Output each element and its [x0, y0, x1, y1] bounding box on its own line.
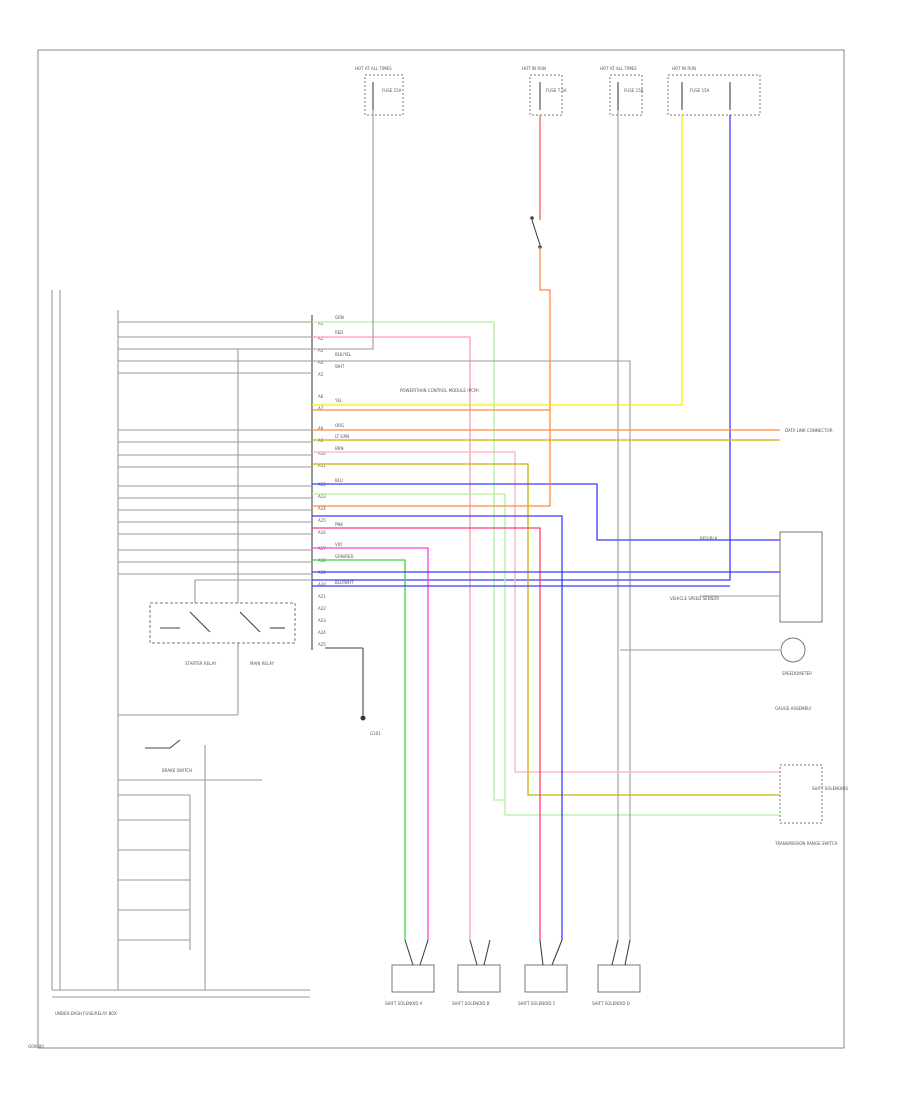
gauge-label: GAUGE ASSEMBLY: [775, 706, 812, 711]
fuse-box-3-fuse: FUSE 15A: [624, 88, 644, 93]
wire-pcm-to-fuse3: [312, 360, 631, 940]
pcm-pin-13: A13: [318, 494, 326, 499]
wire-blue-sol3: [312, 515, 563, 940]
relay-2-label: MAIN RELAY: [250, 661, 275, 666]
fuse-box-4: HOT IN RUN FUSE 15A: [667, 66, 761, 116]
wire-olive-range: [312, 463, 780, 796]
fuse-box-3-top: HOT AT ALL TIMES: [600, 66, 637, 71]
pcm-pin-15: A15: [318, 518, 326, 523]
wire-blue-fuse: [312, 115, 731, 581]
wire-label-pnk: PNK: [335, 522, 343, 527]
wire-ltgreen: [312, 493, 506, 800]
pcm-pin-23: A23: [318, 618, 326, 623]
fuse-box-2-fuse: FUSE 7.5A: [546, 88, 567, 93]
wire-orange-2: [312, 410, 551, 507]
wire-green: [312, 559, 406, 940]
wire-label-wht: WHT: [335, 364, 345, 369]
pcm-pin-2: A2: [318, 336, 324, 341]
wire-label-yel: YEL: [334, 398, 343, 403]
engine-relay: STARTER RELAY MAIN RELAY: [149, 602, 296, 666]
wire-magenta: [312, 547, 429, 940]
wire-grn-1: [312, 321, 780, 816]
fuse-box-1: HOT AT ALL TIMES FUSE 15A: [355, 66, 404, 116]
ground-g101: G101: [325, 647, 381, 736]
relay-1-label: STARTER RELAY: [185, 661, 217, 666]
pcm-pin-1: A1: [318, 321, 324, 326]
cluster-label: UNDER-DASH FUSE/RELAY BOX: [55, 1011, 117, 1016]
fuse-box-2: HOT IN RUN FUSE 7.5A: [522, 66, 567, 116]
wire-label-red-blk: RED/BLK: [700, 536, 718, 541]
pcm-pin-14: A14: [318, 506, 326, 511]
solenoid-3: SHIFT SOLENOID C: [518, 939, 568, 1006]
pcm-pin-4: A4: [318, 360, 324, 365]
shift-solenoid-label: SHIFT SOLENOIDS: [812, 786, 849, 791]
pcm-pin-11: A11: [318, 463, 326, 468]
pcm-pin-7: A7: [318, 406, 324, 411]
solenoid-2: SHIFT SOLENOID B: [452, 939, 501, 1006]
fuse-box-1-fuse: FUSE 15A: [382, 88, 402, 93]
pcm-label: POWERTRAIN CONTROL MODULE (PCM): [400, 388, 479, 393]
fuse-box-4-fuse: FUSE 15A: [690, 88, 710, 93]
solenoid-3-label: SHIFT SOLENOID C: [518, 1001, 556, 1006]
wire-blue-gauge: [312, 483, 780, 541]
pcm-pin-24: A24: [318, 630, 326, 635]
fuse-box-3: HOT AT ALL TIMES FUSE 15A: [600, 66, 644, 116]
wire-label-blu-wht: BLU/WHT: [335, 580, 354, 585]
pcm-pin-5: A5: [318, 372, 324, 377]
pcm-connector: A1 A2 A3 A4 A5 A6 A7 A8 A9 A10 A11 A12 A…: [311, 315, 326, 650]
speedometer: SPEEDOMETER GAUGE ASSEMBLY: [620, 637, 812, 711]
brake-switch-label: BRAKE SWITCH: [162, 768, 192, 773]
pcm-pin-10: A10: [318, 451, 326, 456]
pcm-pin-3: A3: [318, 348, 324, 353]
wire-brake-orange: [312, 247, 551, 411]
ground-label: G101: [370, 731, 381, 736]
wire-label-grn: GRN: [335, 315, 344, 320]
pcm-stub-wires: [118, 321, 312, 715]
trans-range-switch: TRANSMISSION RANGE SWITCH: [774, 764, 838, 846]
wire-fuse1-feed: [312, 110, 374, 350]
wire-pink-range: [312, 451, 780, 773]
wire-yellow: [312, 115, 683, 406]
solenoid-4: SHIFT SOLENOID D: [592, 939, 641, 1006]
wire-label-red: RED: [335, 330, 343, 335]
pcm-pin-8: A8: [318, 426, 324, 431]
fuse-box-4-top: HOT IN RUN: [672, 66, 696, 71]
wire-label-grn-red: GRN/RED: [335, 554, 354, 559]
solenoid-2-label: SHIFT SOLENOID B: [452, 1001, 490, 1006]
wire-label-lt-grn: LT GRN: [335, 434, 349, 439]
wire-label-blu: BLU: [335, 478, 343, 483]
pcm-pin-22: A22: [318, 606, 326, 611]
wire-label-blk-yel: BLK/YEL: [335, 352, 352, 357]
solenoid-1-label: SHIFT SOLENOID A: [385, 1001, 423, 1006]
wire-red-sol3: [312, 527, 541, 940]
speedometer-label: SPEEDOMETER: [782, 671, 812, 676]
diagram-border: [37, 49, 845, 1049]
brake-pedal-switch: [530, 216, 542, 249]
fuse-box-2-top: HOT IN RUN: [522, 66, 546, 71]
pcm-pin-16: A16: [318, 530, 326, 535]
pcm-pin-20: A20: [318, 582, 326, 587]
wire-label-org: ORG: [335, 423, 344, 428]
pcm-pin-6: A6: [318, 394, 324, 399]
vss-label: VEHICLE SPEED SENSOR: [670, 596, 719, 601]
solenoid-4-label: SHIFT SOLENOID D: [592, 1001, 630, 1006]
wire-label-brn: BRN: [335, 446, 344, 451]
brake-switch-assy: BRAKE SWITCH: [118, 714, 262, 990]
pcm-pin-21: A21: [318, 594, 326, 599]
wire-red-1: [312, 336, 471, 940]
pcm-pin-25: A25: [318, 642, 326, 647]
left-cluster: UNDER-DASH FUSE/RELAY BOX G00000: [28, 290, 310, 1049]
wire-label-vio: VIO: [335, 542, 342, 547]
footer-code: G00000: [28, 1044, 44, 1049]
solenoid-1: SHIFT SOLENOID A: [385, 939, 435, 1006]
trans-range-label: TRANSMISSION RANGE SWITCH: [774, 841, 838, 846]
speed-sensor: VEHICLE SPEED SENSOR: [670, 531, 823, 623]
dlc-label: DATA LINK CONNECTOR: [785, 428, 833, 433]
fuse-box-1-top: HOT AT ALL TIMES: [355, 66, 392, 71]
